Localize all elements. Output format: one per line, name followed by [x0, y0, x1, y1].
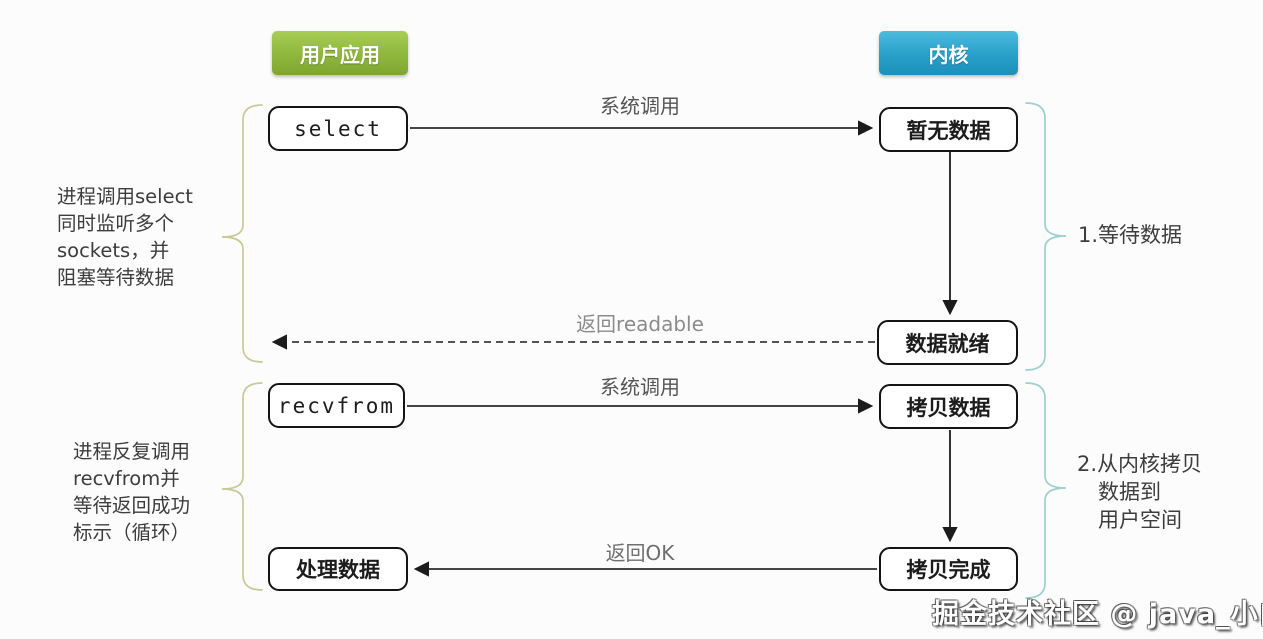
- annotation-wait-data: 1.等待数据: [1078, 223, 1183, 247]
- node-data-ready: 数据就绪: [877, 320, 1018, 365]
- node-recvfrom: recvfrom: [268, 383, 405, 428]
- node-process-data: 处理数据: [268, 547, 408, 591]
- label-return-readable: 返回readable: [576, 312, 704, 336]
- node-select: select: [268, 106, 408, 151]
- brace-left-select: [221, 104, 263, 363]
- node-copy-done: 拷贝完成: [879, 547, 1018, 591]
- label-syscall-1: 系统调用: [600, 94, 680, 118]
- header-user-app: 用户应用: [272, 31, 408, 75]
- node-no-data: 暂无数据: [879, 107, 1018, 152]
- watermark-juejin: 掘金技术社区 @ java_小白: [932, 599, 1263, 630]
- annotation-recvfrom-loop: 进程反复调用 recvfrom并 等待返回成功 标示（循环）: [73, 440, 191, 544]
- label-syscall-2: 系统调用: [600, 375, 680, 399]
- node-copy-data: 拷贝数据: [879, 384, 1018, 429]
- header-kernel: 内核: [879, 31, 1018, 75]
- annotation-select-block: 进程调用select 同时监听多个 sockets，并 阻塞等待数据: [57, 185, 193, 289]
- brace-left-recvfrom: [221, 382, 263, 591]
- brace-right-copy: [1025, 382, 1067, 599]
- annotation-copy-to-user: 2.从内核拷贝 数据到 用户空间: [1077, 452, 1203, 532]
- brace-right-wait: [1025, 102, 1067, 371]
- label-return-ok: 返回OK: [605, 541, 675, 565]
